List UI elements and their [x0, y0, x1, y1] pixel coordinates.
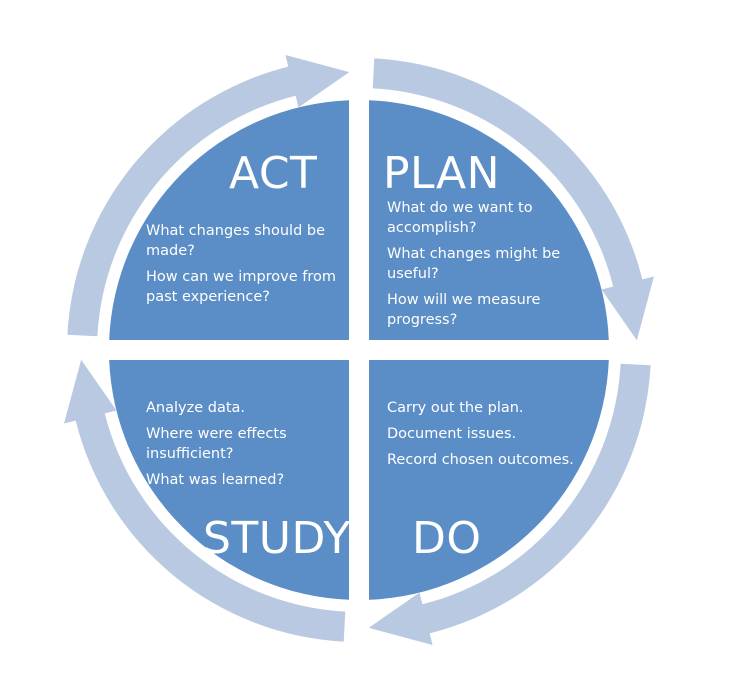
- plan-line: How will we measure progress?: [387, 292, 541, 328]
- act-text: What changes should be made? How can we …: [146, 221, 346, 313]
- act-title: ACT: [229, 148, 318, 199]
- cycle-arrows: [64, 55, 654, 645]
- do-line: Document issues.: [387, 426, 517, 442]
- arrow-act-to-plan: [67, 55, 350, 337]
- arrow-do-to-study: [368, 363, 651, 645]
- cycle-quadrants: [109, 100, 609, 600]
- plan-line: What changes might be useful?: [387, 246, 561, 282]
- study-title: STUDY: [203, 513, 351, 564]
- study-quadrant: [109, 360, 350, 600]
- plan-text: What do we want to accomplish? What chan…: [387, 198, 587, 336]
- plan-title: PLAN: [383, 148, 501, 199]
- study-line: What was learned?: [146, 472, 285, 488]
- do-line: Carry out the plan.: [387, 400, 524, 416]
- arrow-plan-to-do: [372, 58, 654, 341]
- arrow-study-to-act: [64, 359, 346, 642]
- act-line: How can we improve from past experience?: [146, 269, 337, 305]
- study-line: Analyze data.: [146, 400, 246, 416]
- plan-quadrant: [369, 100, 609, 341]
- do-text: Carry out the plan. Document issues. Rec…: [387, 398, 577, 476]
- act-quadrant: [109, 100, 350, 341]
- plan-line: What do we want to accomplish?: [387, 200, 533, 236]
- act-line: What changes should be made?: [146, 223, 326, 259]
- study-text: Analyze data. Where were effects insuffi…: [146, 398, 336, 496]
- do-title: DO: [412, 513, 482, 564]
- do-line: Record chosen outcomes.: [387, 452, 574, 468]
- study-line: Where were effects insufficient?: [146, 426, 287, 462]
- do-quadrant: [369, 360, 609, 600]
